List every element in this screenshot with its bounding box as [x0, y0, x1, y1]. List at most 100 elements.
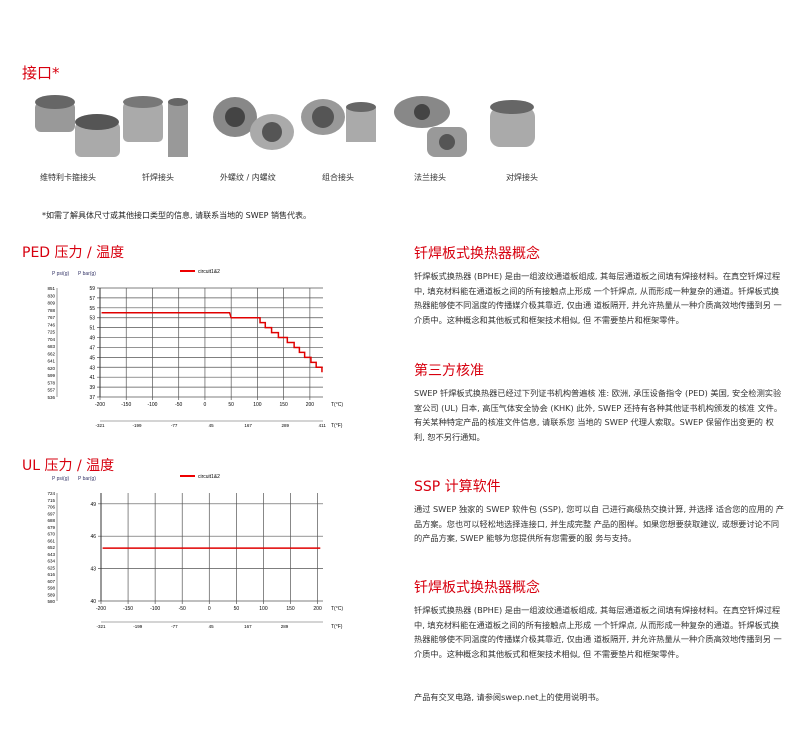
x-tick-label: 200	[306, 402, 315, 408]
combi-fitting-image	[301, 99, 376, 142]
legend-label: circuit1&2	[198, 474, 220, 480]
y-tick-label: 46	[90, 534, 96, 540]
y-tick-label: 41	[89, 375, 95, 381]
x-axis-label: T(°C)	[331, 606, 343, 612]
x-tick-label: -200	[95, 402, 105, 408]
fahrenheit-tick-label: 167	[244, 423, 252, 428]
psi-tick-label: 578	[47, 380, 55, 385]
x-tick-label: 50	[228, 402, 234, 408]
x-tick-label: 0	[204, 402, 207, 408]
psi-tick-label: 683	[47, 344, 55, 349]
fahrenheit-tick-label: 45	[209, 423, 215, 428]
caption-thread: 外螺纹 / 内螺纹	[220, 173, 276, 182]
fahrenheit-tick-label: 411	[319, 423, 327, 428]
psi-tick-label: 662	[47, 351, 55, 356]
y-tick-label: 47	[89, 345, 95, 351]
victaulic-fitting-image	[35, 95, 120, 157]
psi-tick-label: 670	[47, 532, 55, 537]
y-tick-label: 51	[89, 326, 95, 332]
bar-axis-label: P bar(g)	[78, 271, 96, 277]
psi-tick-label: 607	[47, 579, 55, 584]
psi-tick-label: 788	[47, 308, 55, 313]
section-title: 第三方核准	[414, 363, 484, 379]
psi-tick-label: 746	[47, 322, 55, 327]
x-tick-label: 150	[279, 402, 288, 408]
psi-tick-label: 706	[47, 505, 55, 510]
flange-fitting-image	[394, 96, 467, 157]
braze-fitting-image	[123, 96, 188, 157]
series-line	[101, 312, 323, 373]
psi-tick-label: 580	[47, 599, 55, 604]
y-tick-label: 57	[89, 296, 95, 302]
psi-tick-label: 634	[47, 559, 55, 564]
section-title: SSP 计算软件	[414, 479, 501, 495]
section-approvals: 第三方核准 SWEP 钎焊板式换热器已经过下列证书机构普遍核 准: 欧洲, 承压…	[414, 360, 784, 444]
psi-tick-label: 557	[47, 388, 55, 393]
legend-label: circuit1&2	[198, 269, 220, 275]
x-tick-label: 200	[313, 606, 322, 612]
psi-tick-label: 851	[47, 286, 55, 291]
psi-tick-label: 641	[47, 359, 55, 364]
section-text: 钎焊板式换热器 (BPHE) 是由一组波纹通道板组成, 其每层通道板之间填有焊接…	[414, 271, 782, 325]
psi-tick-label: 599	[47, 373, 55, 378]
section-ssp: SSP 计算软件 通过 SWEP 独家的 SWEP 软件包 (SSP), 您可以…	[414, 476, 784, 546]
fahrenheit-tick-label: -199	[133, 624, 143, 629]
y-tick-label: 43	[90, 567, 96, 573]
x-tick-label: -100	[147, 402, 157, 408]
fahrenheit-tick-label: -199	[133, 423, 143, 428]
x-tick-label: -50	[179, 606, 186, 612]
caption-braze: 钎焊接头	[142, 173, 174, 182]
thread-fitting-image	[213, 97, 294, 150]
psi-tick-label: 688	[47, 518, 55, 523]
x-tick-label: 50	[234, 606, 240, 612]
section-title: 钎焊板式换热器概念	[414, 246, 540, 262]
x-tick-label: 100	[259, 606, 268, 612]
psi-tick-label: 652	[47, 545, 55, 550]
caption-weld: 对焊接头	[506, 173, 538, 182]
x-tick-label: 150	[286, 606, 295, 612]
fahrenheit-tick-label: 289	[281, 624, 289, 629]
fahrenheit-axis-label: T(°F)	[331, 423, 343, 429]
x-tick-label: -50	[175, 402, 182, 408]
section-bphe-concept: 钎焊板式换热器概念 钎焊板式换热器 (BPHE) 是由一组波纹通道板组成, 其每…	[414, 243, 784, 327]
psi-tick-label: 536	[47, 395, 55, 400]
x-tick-label: 0	[208, 606, 211, 612]
fahrenheit-tick-label: 45	[209, 624, 215, 629]
caption-victaulic: 维特利卡箍接头	[40, 173, 96, 182]
y-tick-label: 45	[89, 355, 95, 361]
y-tick-label: 55	[89, 306, 95, 312]
x-tick-label: -100	[150, 606, 160, 612]
psi-tick-label: 725	[47, 330, 55, 335]
ped-chart: P psi(g)P bar(g)circuit1&237394143454749…	[47, 269, 343, 429]
psi-tick-label: 620	[47, 366, 55, 371]
ul-title: UL 压力 / 温度	[22, 458, 115, 474]
psi-tick-label: 661	[47, 538, 55, 543]
psi-tick-label: 809	[47, 301, 55, 306]
psi-tick-label: 767	[47, 315, 55, 320]
psi-tick-label: 625	[47, 565, 55, 570]
connections-title: 接口*	[22, 64, 60, 82]
fahrenheit-tick-label: -321	[95, 423, 105, 428]
psi-tick-label: 724	[47, 491, 55, 496]
x-tick-label: 100	[253, 402, 262, 408]
y-tick-label: 49	[90, 502, 96, 508]
psi-tick-label: 704	[47, 337, 55, 342]
psi-tick-label: 697	[47, 511, 55, 516]
fahrenheit-tick-label: 167	[244, 624, 252, 629]
psi-tick-label: 715	[47, 498, 55, 503]
psi-axis-label: P psi(g)	[52, 271, 69, 277]
caption-flange: 法兰接头	[414, 173, 446, 182]
x-tick-label: -150	[123, 606, 133, 612]
y-tick-label: 40	[90, 599, 96, 605]
psi-axis-label: P psi(g)	[52, 476, 69, 482]
ul-chart: P psi(g)P bar(g)circuit1&240434649-200-1…	[47, 474, 343, 630]
y-tick-label: 59	[89, 286, 95, 292]
fahrenheit-tick-label: -321	[96, 624, 106, 629]
psi-tick-label: 643	[47, 552, 55, 557]
psi-tick-label: 616	[47, 572, 55, 577]
y-tick-label: 53	[89, 316, 95, 322]
y-tick-label: 43	[89, 365, 95, 371]
x-axis-label: T(°C)	[331, 402, 343, 408]
section-text: 通过 SWEP 独家的 SWEP 软件包 (SSP), 您可以自 己进行高级热交…	[414, 504, 784, 543]
